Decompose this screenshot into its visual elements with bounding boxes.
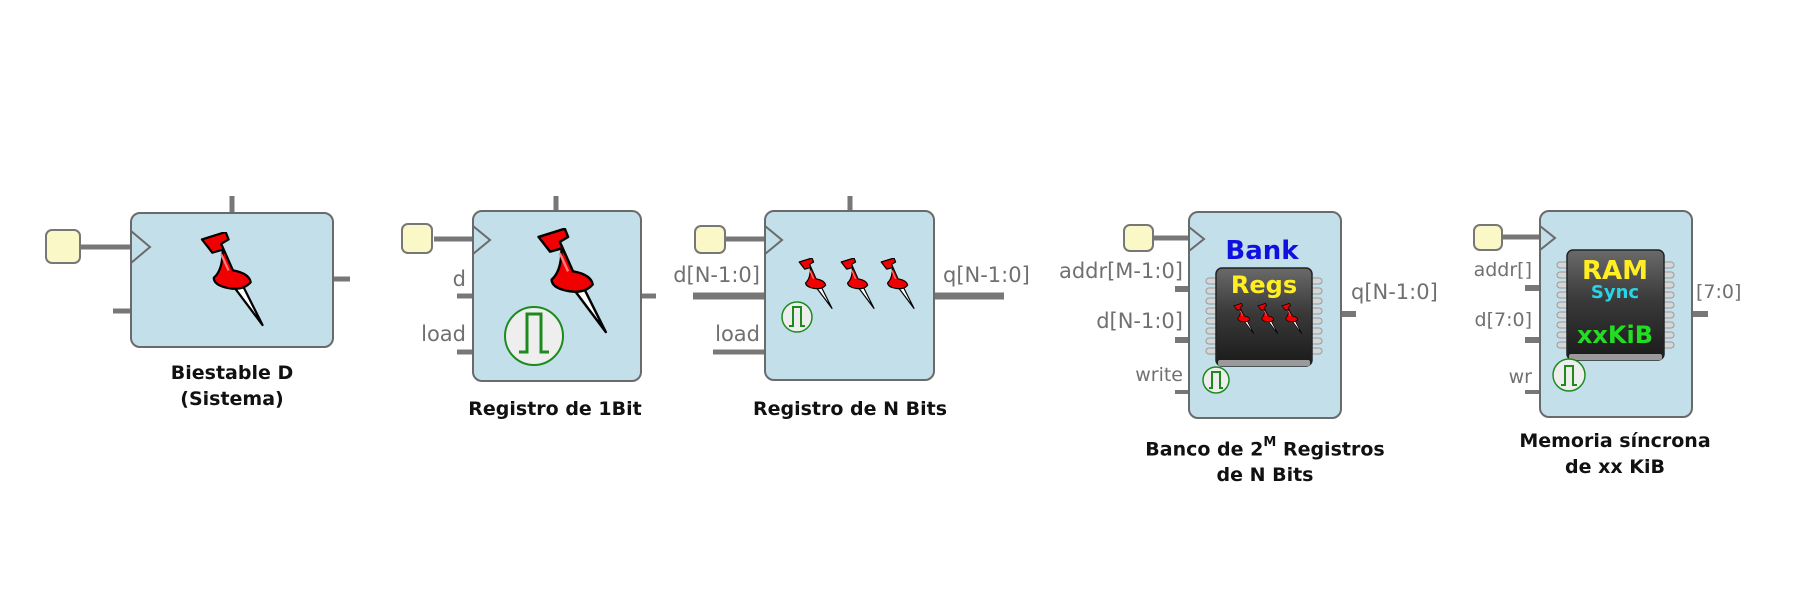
caption-line-2: de N Bits	[1216, 464, 1314, 487]
block-biestable-d[interactable]	[45, 196, 350, 348]
caption-line-1: Banco de 2M Registros	[1140, 432, 1390, 462]
clock-triangle	[764, 225, 784, 255]
port-label-wr: wr	[1509, 366, 1533, 388]
port-label-d: d[N-1:0]	[1096, 309, 1183, 333]
clock-input-pad[interactable]	[694, 225, 726, 254]
block-body	[764, 210, 935, 381]
clock-triangle	[1539, 225, 1557, 251]
caption-memoria-sincrona: Memoria síncrona de xx KiB	[1490, 428, 1740, 480]
clock-input-pad[interactable]	[1473, 224, 1503, 251]
chip-label-size: xxKiB	[1577, 321, 1653, 349]
clock-triangle	[1188, 226, 1206, 252]
clock-input-pad[interactable]	[401, 223, 433, 254]
caption-registro-n-bits: Registro de N Bits	[730, 396, 970, 422]
caption-line: Registro de N Bits	[752, 398, 948, 420]
clock-pulse-icon	[504, 306, 564, 366]
clock-pulse-icon	[1552, 358, 1586, 392]
port-label-addr: addr[M-1:0]	[1059, 259, 1183, 283]
chip-label-ram: RAM	[1582, 256, 1648, 286]
port-label-d: d[7:0]	[1475, 309, 1532, 331]
caption-line: Memoria síncrona	[1519, 430, 1711, 452]
port-label-q: q[N-1:0]	[943, 263, 1030, 287]
clock-triangle	[130, 230, 152, 264]
caption-line: de xx KiB	[1565, 456, 1665, 478]
block-registro-1bit[interactable]: d load	[401, 196, 656, 382]
chip-label-sync: Sync	[1591, 282, 1639, 303]
port-label-load: load	[421, 322, 466, 346]
port-label-write: write	[1135, 364, 1183, 386]
port-label-d: d	[453, 267, 466, 291]
clock-pulse-icon	[1202, 366, 1230, 394]
caption-banco-registros: Banco de 2M Registros de N Bits	[1140, 432, 1390, 488]
caption-registro-1bit: Registro de 1Bit	[455, 396, 655, 422]
caption-line: Registro de 1Bit	[468, 398, 642, 420]
caption-superscript: M	[1263, 435, 1277, 450]
clock-input-pad[interactable]	[1123, 224, 1154, 252]
caption-biestable-d: Biestable D (Sistema)	[132, 360, 332, 412]
block-banco-registros[interactable]: addr[M-1:0] d[N-1:0] write q[N-1:0] Bank…	[1059, 211, 1438, 419]
clock-pulse-icon	[781, 301, 813, 333]
chip-label-regs: Regs	[1231, 271, 1297, 299]
caption-fragment: Banco de 2	[1145, 438, 1264, 461]
chip-label-bank: Bank	[1225, 236, 1299, 266]
port-label-q: q[N-1:0]	[1351, 280, 1438, 304]
port-label-addr: addr[]	[1474, 259, 1532, 281]
clock-triangle	[472, 225, 492, 255]
caption-line: Biestable D	[170, 362, 294, 384]
port-label-q: [7:0]	[1696, 281, 1741, 303]
block-registro-n-bits[interactable]: d[N-1:0] load q[N-1:0]	[673, 196, 1030, 381]
caption-fragment: Registros	[1282, 438, 1385, 461]
clock-input-pad[interactable]	[45, 229, 81, 264]
port-label-d: d[N-1:0]	[673, 263, 760, 287]
memory-chip-icon	[1556, 249, 1675, 361]
block-memoria-sincrona[interactable]: addr[] d[7:0] wr [7:0] RAM Sync xxKiB	[1473, 210, 1742, 418]
caption-line: (Sistema)	[180, 388, 284, 410]
port-label-load: load	[715, 322, 760, 346]
